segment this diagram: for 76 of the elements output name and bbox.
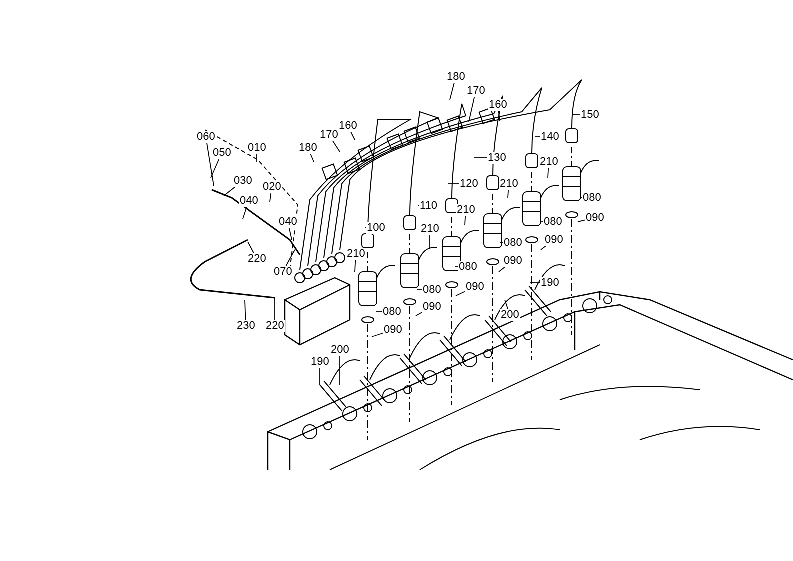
callout-number: 200 [330, 344, 350, 356]
callout-number: 090 [544, 234, 564, 246]
callout-number: 070 [273, 266, 294, 278]
callout-number: 090 [465, 281, 486, 293]
leader-line [242, 206, 248, 220]
callout-number: 220 [265, 320, 286, 332]
leader-line [534, 136, 540, 138]
leader-line [416, 312, 422, 316]
leader-line [274, 298, 276, 320]
callout-number: 080 [382, 306, 402, 318]
callout-number: 090 [383, 324, 404, 336]
leader-line [456, 291, 466, 296]
callout-number: 080 [503, 237, 524, 249]
callout-number: 080 [543, 216, 564, 228]
callout-number: 120 [459, 178, 480, 190]
leader-line [332, 140, 340, 152]
callout-number: 150 [580, 109, 600, 121]
leader-line [464, 216, 466, 226]
leader-line [498, 110, 500, 122]
leader-line [206, 142, 214, 186]
callout-number: 180 [298, 142, 318, 154]
leader-line [286, 250, 296, 266]
callout-number: 020 [262, 181, 282, 193]
leader-line [288, 228, 292, 240]
callout-number: 230 [236, 320, 256, 332]
callout-number: 170 [466, 85, 486, 97]
callout-number: 220 [247, 253, 268, 265]
callout-number: 130 [487, 152, 508, 164]
callout-number: 190 [540, 277, 560, 289]
callout-number: 100 [366, 222, 386, 234]
callout-number: 080 [458, 261, 478, 273]
callout-number: 090 [585, 212, 606, 224]
leader-line [256, 154, 258, 162]
leader-line [468, 96, 476, 122]
callout-number: 060 [196, 131, 216, 143]
leader-line [504, 300, 508, 310]
leader-line [372, 332, 384, 338]
leader-line [244, 300, 246, 320]
callout-number: 180 [446, 71, 466, 83]
leader-line [210, 158, 220, 178]
callout-number: 210 [420, 223, 440, 235]
leader-line [454, 266, 458, 268]
callout-number: 210 [499, 178, 520, 190]
callout-number: 090 [503, 255, 524, 267]
callout-number: 080 [422, 284, 442, 296]
leader-line [248, 242, 254, 254]
leader-line [350, 132, 356, 140]
callout-number: 160 [338, 120, 358, 132]
leader-line [354, 260, 356, 272]
leader-line [578, 220, 586, 222]
leader-line [508, 190, 510, 198]
callout-number: 210 [346, 248, 366, 260]
leader-line [540, 246, 547, 250]
callout-number: 050 [212, 147, 232, 159]
leader-line [530, 282, 540, 284]
callout-number: 140 [540, 131, 560, 143]
leader-line [310, 154, 314, 162]
leader-line [224, 186, 236, 196]
callout-number: 040 [239, 195, 260, 207]
callout-number: 190 [310, 356, 330, 368]
callout-number: 030 [233, 175, 254, 187]
callout-number: 090 [422, 301, 442, 313]
leader-line [572, 114, 580, 116]
callout-number: 170 [319, 129, 340, 141]
leader-line [450, 82, 455, 100]
callout-number: 040 [278, 216, 298, 228]
callout-number: 080 [582, 192, 602, 204]
callout-number: 160 [488, 99, 508, 111]
callout-number: 210 [539, 156, 560, 168]
leader-line [498, 266, 506, 272]
callout-number: 010 [247, 142, 268, 154]
callout-number: 210 [456, 204, 476, 216]
callout-number: 200 [500, 309, 520, 321]
leader-line [270, 192, 272, 202]
leader-line [548, 168, 550, 178]
callout-number: 110 [419, 200, 439, 212]
